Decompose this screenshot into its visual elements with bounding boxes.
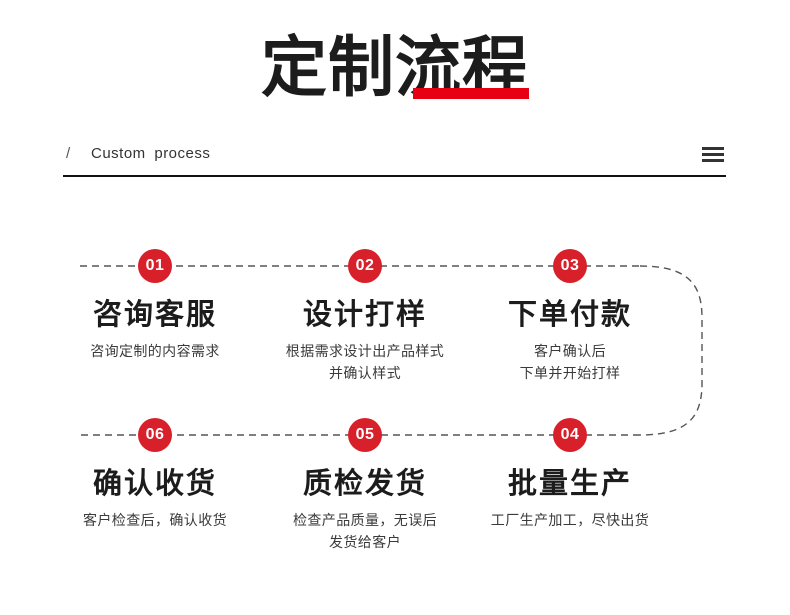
subtitle-row: / Custom process <box>63 144 726 178</box>
step-title-06: 确认收货 <box>92 468 217 500</box>
step-desc-line: 工厂生产加工，尽快出货 <box>490 512 650 528</box>
step-badge-01: 01 <box>138 249 172 283</box>
step-desc-line: 根据需求设计出产品样式 <box>285 343 445 359</box>
step-desc-line: 并确认样式 <box>329 365 401 381</box>
header-divider <box>63 175 726 177</box>
step-desc-line: 发货给客户 <box>329 534 401 550</box>
step-title-03: 下单付款 <box>507 299 632 331</box>
slash-separator: / <box>66 145 71 162</box>
step-desc-03: 客户确认后 下单并开始打样 <box>455 340 685 384</box>
step-title-04: 批量生产 <box>507 468 632 500</box>
step-title-02: 设计打样 <box>302 299 427 331</box>
subtitle-text: Custom process <box>91 145 211 162</box>
step-badge-06: 06 <box>138 418 172 452</box>
step-title-01: 咨询客服 <box>92 299 217 331</box>
hamburger-line-1 <box>702 147 724 150</box>
hamburger-line-3 <box>702 159 724 162</box>
step-badge-04: 04 <box>553 418 587 452</box>
page-title-wrap: 定制流程 <box>261 34 529 100</box>
step-desc-line: 客户确认后 <box>534 343 606 359</box>
connector-right-curve <box>639 265 703 436</box>
step-desc-06: 客户检查后，确认收货 <box>40 509 270 531</box>
step-desc-line: 咨询定制的内容需求 <box>90 343 220 359</box>
step-desc-line: 下单并开始打样 <box>519 365 621 381</box>
step-desc-04: 工厂生产加工，尽快出货 <box>455 509 685 531</box>
process-flow: 01 咨询客服 咨询定制的内容需求 02 设计打样 根据需求设计出产品样式 并确… <box>0 200 790 600</box>
step-badge-02: 02 <box>348 249 382 283</box>
hamburger-menu-icon[interactable] <box>702 147 724 162</box>
step-desc-line: 检查产品质量，无误后 <box>293 512 437 528</box>
hamburger-line-2 <box>702 153 724 156</box>
title-underline-accent <box>413 88 529 99</box>
page-title: 定制流程 <box>0 34 790 114</box>
step-desc-01: 咨询定制的内容需求 <box>40 340 270 362</box>
step-desc-02: 根据需求设计出产品样式 并确认样式 <box>250 340 480 384</box>
step-badge-03: 03 <box>553 249 587 283</box>
step-desc-05: 检查产品质量，无误后 发货给客户 <box>250 509 480 553</box>
step-title-05: 质检发货 <box>302 468 427 500</box>
step-badge-05: 05 <box>348 418 382 452</box>
step-desc-line: 客户检查后，确认收货 <box>83 512 227 528</box>
